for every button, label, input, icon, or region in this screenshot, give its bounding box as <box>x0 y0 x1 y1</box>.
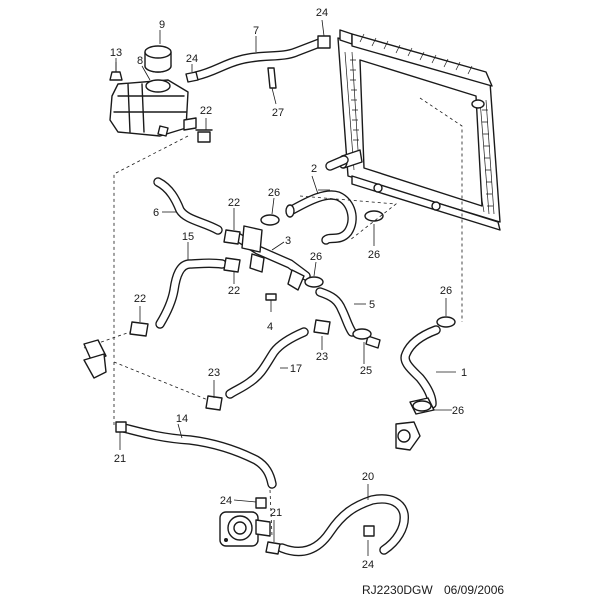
callout-8: 8 <box>137 55 143 67</box>
callout-21-left: 21 <box>114 453 126 465</box>
callout-24-hose20: 24 <box>362 559 374 571</box>
hose-2 <box>285 155 357 245</box>
hose-6 <box>153 177 223 235</box>
callout-3: 3 <box>285 235 291 247</box>
callout-24-throttle: 24 <box>220 495 232 507</box>
pipe-3 <box>231 225 311 291</box>
hose-14 <box>119 423 277 489</box>
callout-26-hose2: 26 <box>268 187 280 199</box>
leader-lines <box>115 19 456 556</box>
hose-20 <box>277 494 409 557</box>
callout-26-pipe: 26 <box>310 251 322 263</box>
callout-7: 7 <box>253 25 259 37</box>
reference-lines <box>83 97 463 537</box>
callout-23-hose17: 23 <box>316 351 328 363</box>
callout-1: 1 <box>461 367 467 379</box>
clamps <box>115 35 456 555</box>
callout-labels: 9 8 13 24 7 24 27 22 2 6 22 26 3 15 22 2… <box>110 7 467 571</box>
hose-5 <box>315 287 381 349</box>
coolant-reservoir-tank <box>109 79 197 137</box>
throttle-body <box>219 511 271 547</box>
callout-17: 17 <box>290 363 302 375</box>
callout-22-reservoir: 22 <box>200 105 212 117</box>
bolt-4 <box>265 293 277 312</box>
callout-26-hose1: 26 <box>440 285 452 297</box>
callout-25: 25 <box>360 365 372 377</box>
callout-27: 27 <box>272 107 284 119</box>
callout-6: 6 <box>153 207 159 219</box>
radiator <box>337 29 501 231</box>
footer: RJ2230DGW 06/09/2006 <box>362 583 504 597</box>
callout-14: 14 <box>176 413 188 425</box>
hose-15 <box>155 258 227 329</box>
callout-20: 20 <box>362 471 374 483</box>
callout-15: 15 <box>182 231 194 243</box>
diagram-date: 06/09/2006 <box>444 583 504 597</box>
callout-26-thermostat: 26 <box>452 405 464 417</box>
callout-22-lower: 22 <box>134 293 146 305</box>
callout-2: 2 <box>311 163 317 175</box>
callout-22-hose15: 22 <box>228 285 240 297</box>
callout-26-radiator: 26 <box>368 249 380 261</box>
callout-24-reservoir: 24 <box>186 53 198 65</box>
callout-5: 5 <box>369 299 375 311</box>
callout-4: 4 <box>267 321 273 333</box>
hose-7 <box>191 37 327 89</box>
callout-21-throttle: 21 <box>270 507 282 519</box>
hose-1 <box>400 325 441 409</box>
hose-17 <box>225 327 309 399</box>
callout-9: 9 <box>159 19 165 31</box>
callout-22-hose6: 22 <box>228 197 240 209</box>
reservoir-cap <box>144 45 172 73</box>
diagram-code: RJ2230DGW <box>362 583 433 597</box>
callout-24-top: 24 <box>316 7 328 19</box>
callout-13: 13 <box>110 47 122 59</box>
callout-23-lower: 23 <box>208 367 220 379</box>
